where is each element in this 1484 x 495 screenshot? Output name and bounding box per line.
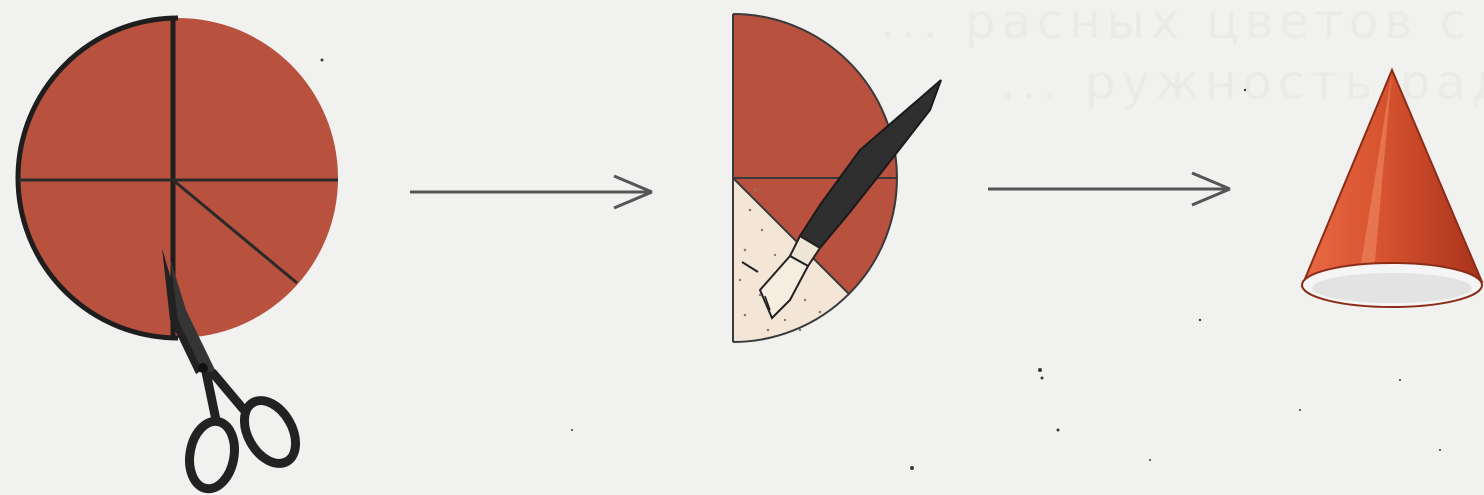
arrow-right-2 (988, 173, 1230, 205)
step-1-circle-with-scissors (18, 18, 338, 492)
arrow-right-1 (410, 176, 652, 208)
step-2-half-circle-with-brush (733, 14, 941, 342)
step-3-paper-cone (1302, 70, 1482, 307)
